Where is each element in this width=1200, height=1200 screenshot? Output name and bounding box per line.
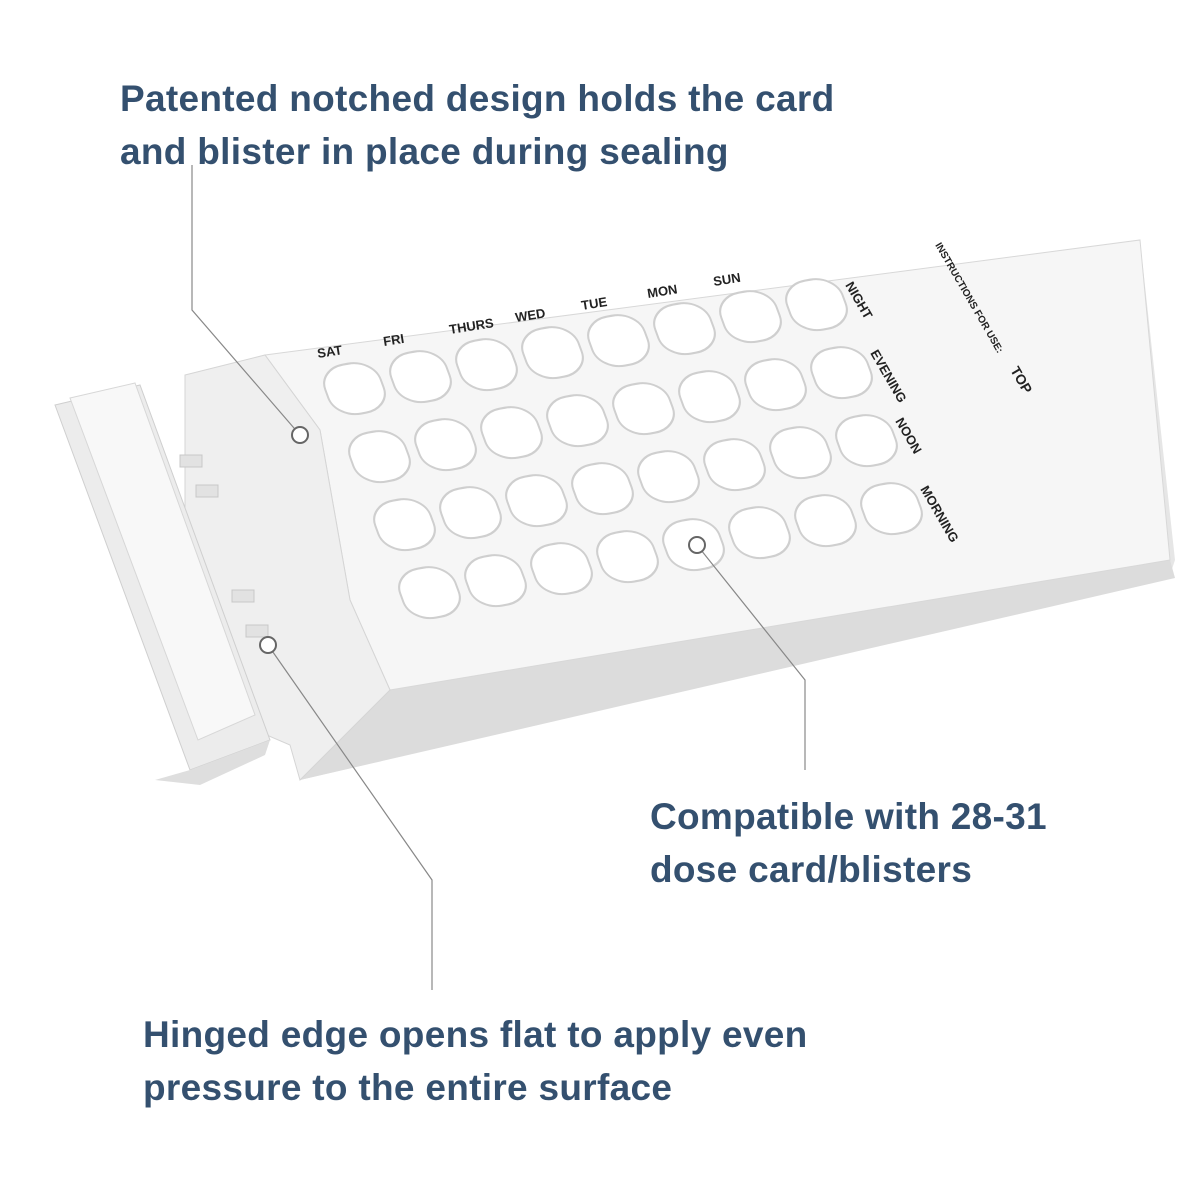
day-label: TUE bbox=[580, 294, 608, 313]
pill-hole bbox=[653, 302, 716, 356]
pill-hole bbox=[769, 426, 832, 480]
pill-hole bbox=[455, 338, 518, 392]
pill-hole bbox=[571, 462, 634, 516]
pill-hole bbox=[521, 326, 584, 380]
tray-front-edge bbox=[290, 560, 1175, 780]
pill-hole bbox=[728, 506, 791, 560]
pill-hole bbox=[596, 530, 659, 584]
day-label: SUN bbox=[712, 270, 741, 289]
day-label: FRI bbox=[382, 331, 405, 349]
pill-hole bbox=[323, 362, 386, 416]
callout-notched-design: Patented notched design holds the card a… bbox=[120, 72, 835, 178]
pill-hole bbox=[719, 290, 782, 344]
day-label: WED bbox=[514, 305, 546, 325]
pill-hole bbox=[810, 346, 873, 400]
day-label: SAT bbox=[316, 342, 343, 361]
callout-line: pressure to the entire surface bbox=[143, 1067, 673, 1108]
pill-hole bbox=[860, 482, 923, 536]
pill-hole bbox=[414, 418, 477, 472]
pill-hole bbox=[678, 370, 741, 424]
day-labels: SAT FRI THURS WED TUE MON SUN bbox=[316, 270, 741, 361]
pill-hole bbox=[505, 474, 568, 528]
callout-line: and blister in place during sealing bbox=[120, 131, 729, 172]
callout-line: Patented notched design holds the card bbox=[120, 78, 835, 119]
pill-hole bbox=[835, 414, 898, 468]
pill-hole bbox=[785, 278, 848, 332]
pill-hole bbox=[744, 358, 807, 412]
day-label: THURS bbox=[448, 315, 495, 337]
pill-hole bbox=[794, 494, 857, 548]
pill-hole bbox=[348, 430, 411, 484]
pill-hole bbox=[637, 450, 700, 504]
callout-line: Hinged edge opens flat to apply even bbox=[143, 1014, 808, 1055]
callout-line: Compatible with 28-31 bbox=[650, 796, 1047, 837]
pill-hole bbox=[398, 566, 461, 620]
pill-hole bbox=[587, 314, 650, 368]
callout-markers bbox=[259, 426, 706, 654]
callout-compatibility: Compatible with 28-31 dose card/blisters bbox=[650, 790, 1047, 896]
callout-hinged-edge: Hinged edge opens flat to apply even pre… bbox=[143, 1008, 808, 1114]
pill-hole bbox=[464, 554, 527, 608]
pill-hole bbox=[546, 394, 609, 448]
pill-hole bbox=[373, 498, 436, 552]
callout-line: dose card/blisters bbox=[650, 849, 973, 890]
day-label: MON bbox=[646, 281, 678, 301]
pill-hole bbox=[612, 382, 675, 436]
pill-hole bbox=[530, 542, 593, 596]
hinged-lid bbox=[54, 382, 271, 785]
pill-hole bbox=[389, 350, 452, 404]
pill-holes bbox=[323, 278, 923, 620]
pill-hole bbox=[439, 486, 502, 540]
callout-leaders bbox=[191, 165, 806, 990]
pill-hole bbox=[480, 406, 543, 460]
pill-hole bbox=[703, 438, 766, 492]
